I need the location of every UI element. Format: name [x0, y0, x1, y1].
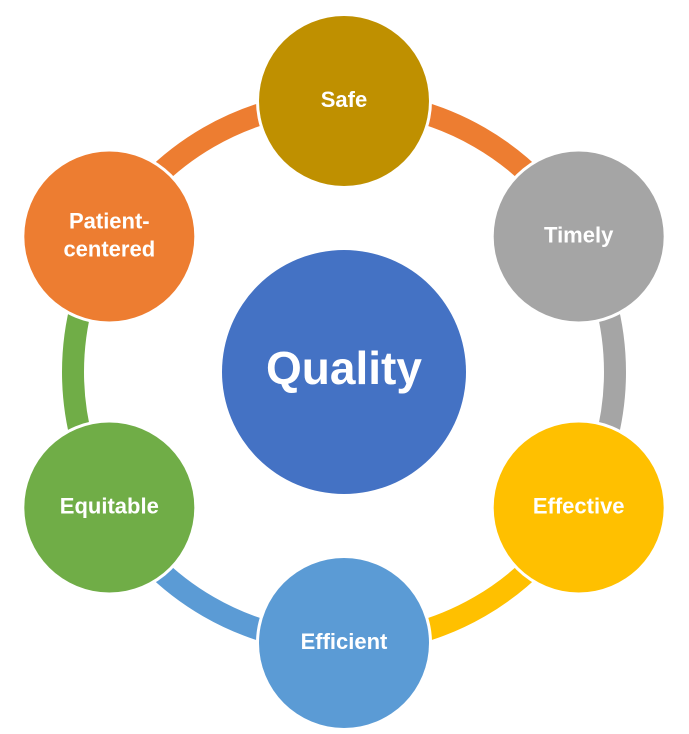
- node-patient-centered: Patient-centered: [21, 148, 198, 325]
- node-label-equitable: Equitable: [60, 493, 159, 518]
- node-label-patient-centered: Patient-centered: [63, 208, 155, 261]
- node-circle-effective: [493, 422, 664, 593]
- node-label-line: Equitable: [60, 493, 159, 518]
- node-label-efficient: Efficient: [301, 629, 388, 654]
- node-circle-equitable: [24, 422, 195, 593]
- node-circle-timely: [493, 151, 664, 322]
- center-label: Quality: [266, 342, 422, 394]
- node-label-line: centered: [63, 236, 155, 261]
- node-label-line: Timely: [544, 222, 614, 247]
- node-label-effective: Effective: [533, 493, 625, 518]
- node-effective: Effective: [490, 419, 667, 596]
- node-equitable: Equitable: [21, 419, 198, 596]
- center-node: Quality: [222, 250, 466, 494]
- node-efficient: Efficient: [256, 555, 432, 731]
- node-circle-efficient: [259, 558, 429, 728]
- node-label-line: Safe: [321, 87, 367, 112]
- node-circle-patient-centered: [24, 151, 195, 322]
- node-circle-safe: [259, 16, 429, 186]
- center-circle: [222, 250, 466, 494]
- node-timely: Timely: [490, 148, 667, 325]
- node-safe: Safe: [256, 13, 432, 189]
- node-label-line: Efficient: [301, 629, 388, 654]
- node-label-safe: Safe: [321, 87, 367, 112]
- node-label-line: Patient-: [69, 208, 150, 233]
- node-label-timely: Timely: [544, 222, 614, 247]
- node-label-line: Effective: [533, 493, 625, 518]
